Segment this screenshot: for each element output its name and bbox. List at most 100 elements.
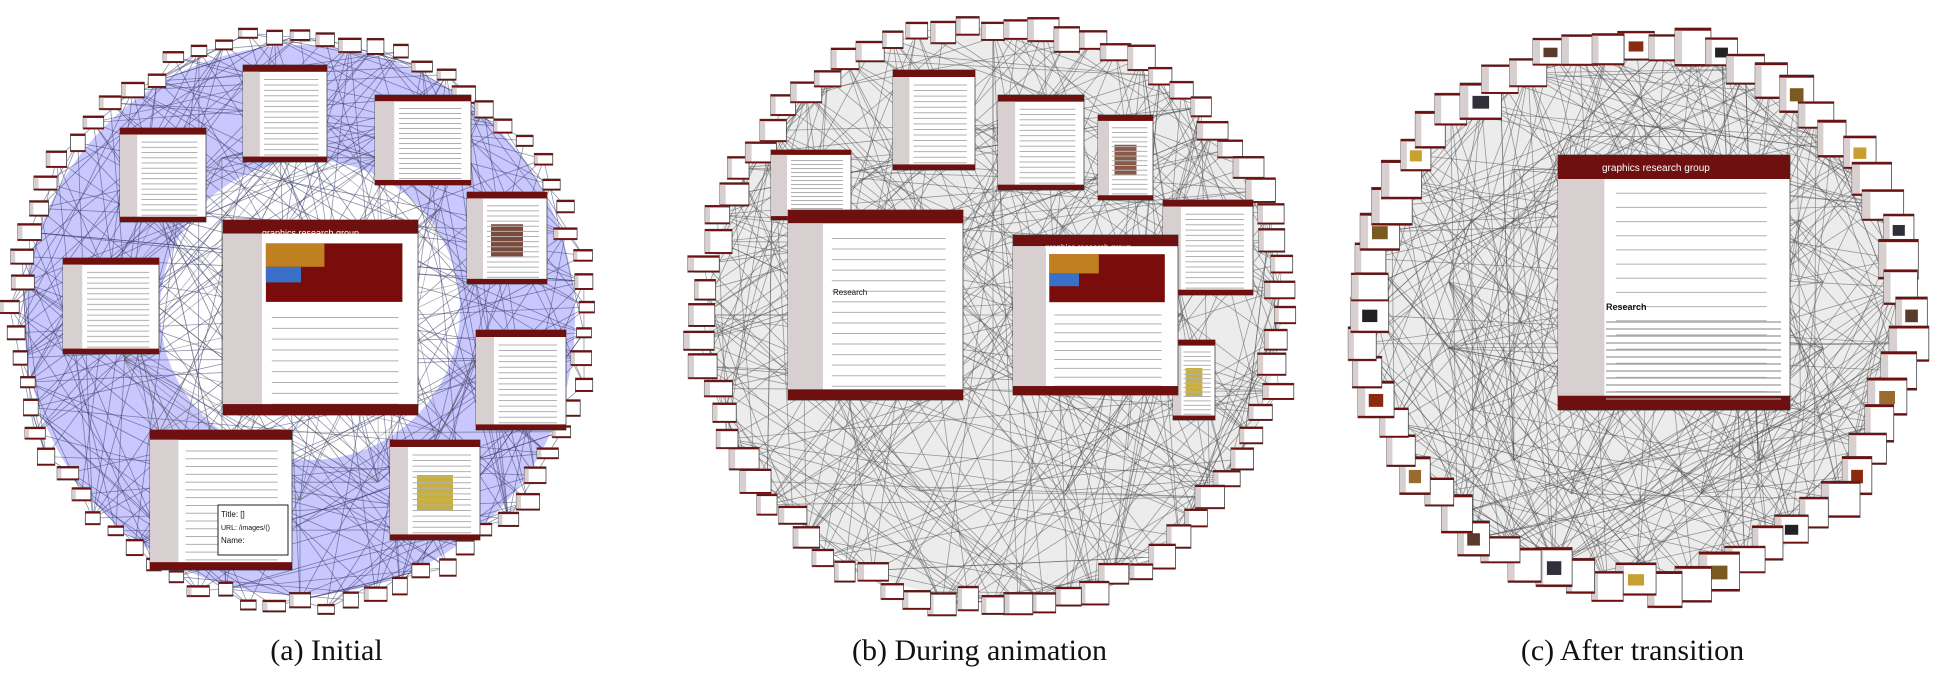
thumbnail-sidebar xyxy=(1127,46,1134,71)
link-line xyxy=(27,382,47,457)
link-line xyxy=(176,576,376,595)
page-thumbnail xyxy=(1248,403,1273,421)
thumbnail-sidebar xyxy=(150,439,179,570)
thumbnail-sidebar xyxy=(223,233,262,415)
thumbnail-header xyxy=(1148,67,1172,70)
link-line xyxy=(1415,154,1555,568)
thumbnail-sidebar xyxy=(1862,191,1871,221)
focus-page-title: graphics research group xyxy=(262,228,359,238)
link-line xyxy=(1448,281,1666,590)
page-thumbnail xyxy=(466,191,548,285)
thumbnail-header xyxy=(83,115,104,118)
link-line xyxy=(1393,219,1472,423)
link-line xyxy=(1448,281,1694,585)
thumbnail-sidebar xyxy=(375,101,395,185)
thumbnail-footer xyxy=(981,38,1005,41)
thumbnail-header xyxy=(11,274,35,277)
page-thumbnail xyxy=(1212,470,1241,488)
link-line xyxy=(1393,422,1746,560)
thumbnail-header xyxy=(70,133,86,136)
thumbnail-footer xyxy=(857,579,889,582)
page-thumbnail xyxy=(436,68,457,81)
thumbnail-image xyxy=(1368,393,1384,407)
page-thumbnail xyxy=(533,152,554,166)
thumbnail-footer xyxy=(63,348,159,354)
thumbnail-header xyxy=(191,45,207,48)
thumbnail-sidebar xyxy=(163,53,168,63)
page-thumbnail xyxy=(553,227,578,241)
thumbnail-sidebar xyxy=(1434,95,1442,126)
thumbnail-footer xyxy=(575,389,593,392)
page-thumbnail xyxy=(121,81,145,99)
thumbnail-sidebar xyxy=(812,551,817,567)
thumbnail-footer xyxy=(411,576,430,578)
thumbnail-header xyxy=(981,595,1005,598)
thumbnail-header xyxy=(1425,477,1454,480)
thumbnail-header xyxy=(411,60,433,63)
thumbnail-sidebar xyxy=(1357,383,1366,418)
thumbnail-footer xyxy=(1415,146,1446,149)
thumbnail-header xyxy=(316,32,335,35)
link-line xyxy=(1271,289,1281,365)
thumbnail-footer xyxy=(1481,92,1519,94)
link-line xyxy=(702,365,921,491)
page-thumbnail xyxy=(981,21,1005,41)
thumbnail-header xyxy=(1233,156,1264,159)
thumbnail-sidebar xyxy=(1705,39,1712,66)
page-thumbnail xyxy=(1003,592,1034,616)
thumbnail-header xyxy=(574,273,593,276)
info-popup-url: URL: /images/() xyxy=(221,525,270,532)
page-thumbnail xyxy=(215,39,234,51)
thumbnail-frame xyxy=(411,562,430,579)
thumbnail-footer xyxy=(882,47,904,49)
thumbnail-image xyxy=(1627,574,1645,586)
thumbnail-footer xyxy=(456,553,475,556)
link-line xyxy=(1450,109,1458,514)
thumbnail-header xyxy=(576,327,592,330)
thumbnail-header xyxy=(63,258,159,265)
thumbnail-footer xyxy=(467,278,547,284)
page-thumbnail xyxy=(834,560,856,583)
page-thumbnail xyxy=(1055,586,1082,607)
thumbnail-footer xyxy=(1798,126,1834,129)
thumbnail-footer xyxy=(0,312,20,314)
page-thumbnail xyxy=(811,548,835,568)
thumbnail-header xyxy=(1239,426,1263,429)
link-line xyxy=(1767,409,1801,544)
link-line xyxy=(30,157,379,408)
thumbnail-footer xyxy=(150,562,292,570)
page-thumbnail xyxy=(366,37,385,55)
thumbnail-sidebar xyxy=(467,198,483,284)
link-line xyxy=(844,58,1115,574)
thumbnail-sidebar xyxy=(1100,45,1107,61)
link-line xyxy=(1375,79,1501,400)
link-line xyxy=(822,478,1227,559)
link-line xyxy=(1366,219,1472,373)
thumbnail-header xyxy=(1100,43,1131,46)
page-thumbnail xyxy=(10,248,35,265)
page-thumbnail xyxy=(56,466,80,481)
thumbnail-header xyxy=(317,604,335,607)
focus-page-title: graphics research group xyxy=(1602,163,1710,174)
thumbnail-sidebar xyxy=(1852,164,1860,196)
thumbnail-header xyxy=(20,376,36,379)
link-line xyxy=(1579,49,1861,153)
thumbnail-header xyxy=(1480,536,1520,539)
thumbnail-sidebar xyxy=(534,155,538,166)
thumbnail-footer xyxy=(364,599,388,602)
thumbnail-footer xyxy=(1258,250,1285,253)
page-thumbnail xyxy=(389,439,481,541)
thumbnail-header xyxy=(745,141,777,144)
thumbnail-header xyxy=(705,229,733,232)
link-line xyxy=(1401,179,1458,514)
page-thumbnail xyxy=(778,505,808,525)
link-line xyxy=(1379,231,1515,461)
link-line xyxy=(941,363,1272,605)
page-thumbnail xyxy=(1012,234,1179,396)
thumbnail-footer xyxy=(1274,322,1296,324)
thumbnail-header xyxy=(556,200,575,203)
thumbnail-footer xyxy=(476,424,566,430)
thumbnail-image xyxy=(1543,47,1558,58)
thumbnail-sidebar xyxy=(1441,497,1448,534)
